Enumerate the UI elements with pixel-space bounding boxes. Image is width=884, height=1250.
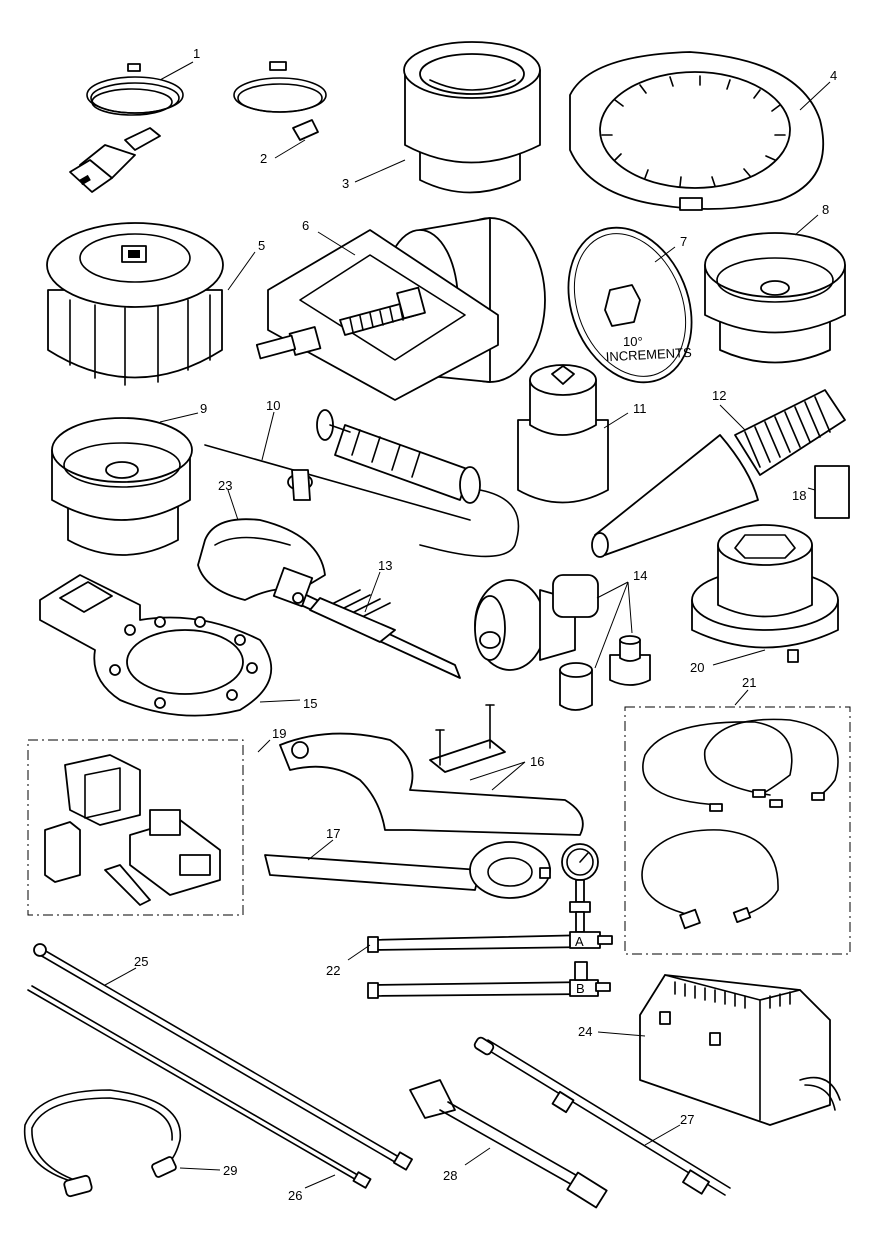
tool-6-puller — [255, 217, 546, 401]
tool-16-peg-bracket — [429, 704, 506, 773]
tool-17-c-spanner — [264, 841, 551, 899]
tool-29-hose — [23, 1089, 182, 1198]
callout-8: 8 — [822, 202, 829, 217]
tool-18-small-item — [814, 465, 850, 519]
leader-lines — [104, 61, 831, 1189]
callout-7: 7 — [680, 234, 687, 249]
callout-29: 29 — [223, 1163, 237, 1178]
callout-22: 22 — [326, 963, 340, 978]
callout-20: 20 — [690, 660, 704, 675]
tool-19-kit — [27, 739, 244, 916]
callout-6: 6 — [302, 218, 309, 233]
callout-2: 2 — [260, 151, 267, 166]
tool-10-fluid-syringe — [204, 409, 520, 558]
callout-26: 26 — [288, 1188, 302, 1203]
callout-21: 21 — [742, 675, 756, 690]
callout-13: 13 — [378, 558, 392, 573]
gauge-marker-b: B — [576, 981, 585, 996]
tool-27-extension — [473, 1036, 731, 1196]
callout-5: 5 — [258, 238, 265, 253]
tool-7-angle-gauge: 10° INCREMENTS — [567, 226, 693, 384]
tool-11-socket-adapter — [517, 364, 609, 504]
callout-3: 3 — [342, 176, 349, 191]
tool-9-cup-tool — [51, 417, 193, 556]
tool-4-locking-ring — [569, 51, 825, 211]
callout-24: 24 — [578, 1024, 592, 1039]
callout-16: 16 — [530, 754, 544, 769]
callout-23: 23 — [218, 478, 232, 493]
callout-17: 17 — [326, 826, 340, 841]
callout-18: 18 — [792, 488, 806, 503]
callout-28: 28 — [443, 1168, 457, 1183]
callout-12: 12 — [712, 388, 726, 403]
tool-13-23-strap-wrench — [197, 518, 461, 679]
tool-20-socket-base — [691, 524, 839, 663]
tool-15-locking-plate — [39, 574, 273, 717]
tool-12-cone-hose — [591, 389, 846, 558]
dial-text-line1: 10° — [623, 334, 643, 349]
tool-28-hose-adapter — [409, 1079, 608, 1209]
tool-24-battery-charger — [639, 974, 841, 1126]
tool-1-diagnostic-cable — [69, 63, 184, 193]
callout-4: 4 — [830, 68, 837, 83]
callout-19: 19 — [272, 726, 286, 741]
tool-21-cable-set — [624, 706, 851, 955]
tool-25-probe — [33, 943, 413, 1171]
callout-10: 10 — [266, 398, 280, 413]
gauge-marker-a: A — [575, 934, 584, 949]
tool-3-socket — [403, 41, 541, 194]
callout-1: 1 — [193, 46, 200, 61]
tool-8-cup-tool — [704, 232, 846, 364]
tool-22-pressure-gauge: A B — [367, 843, 613, 999]
tool-2-cable — [233, 61, 327, 141]
callout-11: 11 — [633, 401, 647, 416]
callout-25: 25 — [134, 954, 148, 969]
callout-9: 9 — [200, 401, 207, 416]
tool-14-adapters — [474, 574, 651, 711]
tool-26-probe — [27, 985, 372, 1189]
callout-labels: 1 2 3 4 5 6 7 8 9 10 11 12 18 23 13 14 2… — [134, 46, 837, 1203]
dial-text-line2: INCREMENTS — [605, 345, 692, 364]
callout-14: 14 — [633, 568, 647, 583]
tool-16-hook-spanner — [279, 732, 584, 836]
callout-15: 15 — [303, 696, 317, 711]
tool-5-oil-filter-wrench — [46, 222, 224, 386]
callout-27: 27 — [680, 1112, 694, 1127]
